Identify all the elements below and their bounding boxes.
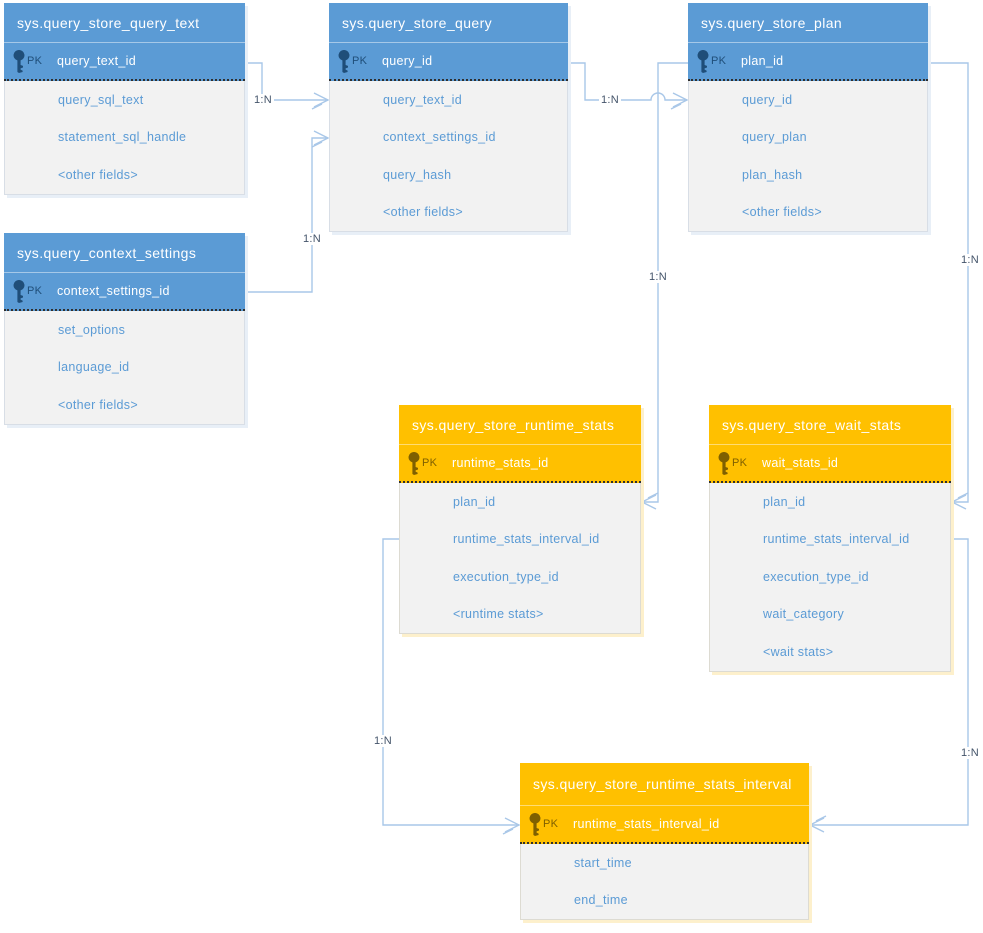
field-row[interactable]: start_time bbox=[574, 855, 632, 870]
connector-contextsettings-to-query[interactable] bbox=[245, 130, 330, 293]
entity-query-store-query[interactable]: sys.query_store_query PK query_id query_… bbox=[329, 3, 568, 232]
pk-badge: PK bbox=[543, 818, 559, 830]
entity-fields: start_time end_time bbox=[520, 844, 809, 920]
pk-row[interactable]: PK runtime_stats_interval_id bbox=[520, 806, 809, 844]
entity-fields: plan_id runtime_stats_interval_id execut… bbox=[709, 483, 951, 672]
cardinality-label: 1:N bbox=[251, 94, 275, 106]
cardinality-label: 1:N bbox=[300, 233, 324, 245]
entity-fields: query_text_id context_settings_id query_… bbox=[329, 81, 568, 232]
entity-query-store-plan[interactable]: sys.query_store_plan PK plan_id query_id… bbox=[688, 3, 928, 232]
field-row[interactable]: execution_type_id bbox=[453, 569, 559, 584]
entity-query-context-settings[interactable]: sys.query_context_settings PK context_se… bbox=[4, 233, 245, 425]
entity-fields: plan_id runtime_stats_interval_id execut… bbox=[399, 483, 641, 634]
connector-querytext-to-query[interactable] bbox=[245, 62, 330, 110]
entity-title: sys.query_store_runtime_stats_interval bbox=[520, 763, 809, 806]
field-row[interactable]: query_plan bbox=[742, 130, 807, 145]
pk-row[interactable]: PK query_id bbox=[329, 43, 568, 81]
entity-title: sys.query_context_settings bbox=[4, 233, 245, 273]
entity-fields: query_id query_plan plan_hash <other fie… bbox=[688, 81, 928, 232]
pk-badge: PK bbox=[711, 55, 727, 67]
entity-query-store-query-text[interactable]: sys.query_store_query_text PK query_text… bbox=[4, 3, 245, 195]
key-icon bbox=[337, 49, 351, 73]
entity-title: sys.query_store_wait_stats bbox=[709, 405, 951, 445]
key-icon bbox=[696, 49, 710, 73]
field-row[interactable]: plan_hash bbox=[742, 167, 803, 182]
key-icon bbox=[528, 812, 542, 836]
pk-field-name: wait_stats_id bbox=[762, 456, 839, 470]
entity-title: sys.query_store_query bbox=[329, 3, 568, 43]
field-row[interactable]: plan_id bbox=[763, 494, 806, 509]
entity-query-store-runtime-stats[interactable]: sys.query_store_runtime_stats PK runtime… bbox=[399, 405, 641, 634]
entity-title: sys.query_store_plan bbox=[688, 3, 928, 43]
pk-row[interactable]: PK runtime_stats_id bbox=[399, 445, 641, 483]
connector-query-to-plan[interactable] bbox=[568, 62, 689, 110]
pk-field-name: query_text_id bbox=[57, 54, 136, 68]
pk-field-name: runtime_stats_interval_id bbox=[573, 817, 720, 831]
cardinality-label: 1:N bbox=[958, 254, 982, 266]
pk-row[interactable]: PK query_text_id bbox=[4, 43, 245, 81]
connector-runtimestats-to-interval[interactable] bbox=[382, 538, 521, 835]
field-row[interactable]: execution_type_id bbox=[763, 569, 869, 584]
pk-field-name: context_settings_id bbox=[57, 284, 170, 298]
field-row[interactable]: wait_category bbox=[763, 607, 845, 622]
key-icon bbox=[407, 451, 421, 475]
field-row[interactable]: query_text_id bbox=[383, 92, 462, 107]
field-row[interactable]: <wait stats> bbox=[763, 644, 834, 659]
pk-field-name: plan_id bbox=[741, 54, 784, 68]
pk-badge: PK bbox=[27, 55, 43, 67]
field-row[interactable]: <other fields> bbox=[58, 397, 138, 412]
cardinality-label: 1:N bbox=[646, 271, 670, 283]
entity-title: sys.query_store_runtime_stats bbox=[399, 405, 641, 445]
field-row[interactable]: language_id bbox=[58, 360, 130, 375]
entity-query-store-runtime-stats-interval[interactable]: sys.query_store_runtime_stats_interval P… bbox=[520, 763, 809, 920]
field-row[interactable]: query_id bbox=[742, 92, 793, 107]
pk-badge: PK bbox=[27, 285, 43, 297]
field-row[interactable]: end_time bbox=[574, 893, 628, 908]
field-row[interactable]: runtime_stats_interval_id bbox=[453, 532, 600, 547]
field-row[interactable]: <runtime stats> bbox=[453, 607, 544, 622]
field-row[interactable]: statement_sql_handle bbox=[58, 130, 187, 145]
key-icon bbox=[717, 451, 731, 475]
key-icon bbox=[12, 49, 26, 73]
connector-plan-to-waitstats[interactable] bbox=[928, 62, 969, 510]
pk-row[interactable]: PK context_settings_id bbox=[4, 273, 245, 311]
field-row[interactable]: context_settings_id bbox=[383, 130, 496, 145]
entity-fields: query_sql_text statement_sql_handle <oth… bbox=[4, 81, 245, 195]
pk-row[interactable]: PK plan_id bbox=[688, 43, 928, 81]
key-icon bbox=[12, 279, 26, 303]
field-row[interactable]: <other fields> bbox=[742, 205, 822, 220]
field-row[interactable]: plan_id bbox=[453, 494, 496, 509]
field-row[interactable]: <other fields> bbox=[383, 205, 463, 220]
pk-field-name: query_id bbox=[382, 54, 433, 68]
cardinality-label: 1:N bbox=[371, 735, 395, 747]
field-row[interactable]: runtime_stats_interval_id bbox=[763, 532, 910, 547]
field-row[interactable]: query_sql_text bbox=[58, 92, 144, 107]
entity-fields: set_options language_id <other fields> bbox=[4, 311, 245, 425]
cardinality-label: 1:N bbox=[598, 94, 622, 106]
pk-row[interactable]: PK wait_stats_id bbox=[709, 445, 951, 483]
entity-title: sys.query_store_query_text bbox=[4, 3, 245, 43]
pk-badge: PK bbox=[422, 457, 438, 469]
pk-badge: PK bbox=[352, 55, 368, 67]
field-row[interactable]: set_options bbox=[58, 322, 126, 337]
connector-waitstats-to-interval[interactable] bbox=[808, 538, 969, 833]
pk-badge: PK bbox=[732, 457, 748, 469]
cardinality-label: 1:N bbox=[958, 747, 982, 759]
field-row[interactable]: query_hash bbox=[383, 167, 452, 182]
field-row[interactable]: <other fields> bbox=[58, 167, 138, 182]
entity-query-store-wait-stats[interactable]: sys.query_store_wait_stats PK wait_stats… bbox=[709, 405, 951, 672]
pk-field-name: runtime_stats_id bbox=[452, 456, 549, 470]
